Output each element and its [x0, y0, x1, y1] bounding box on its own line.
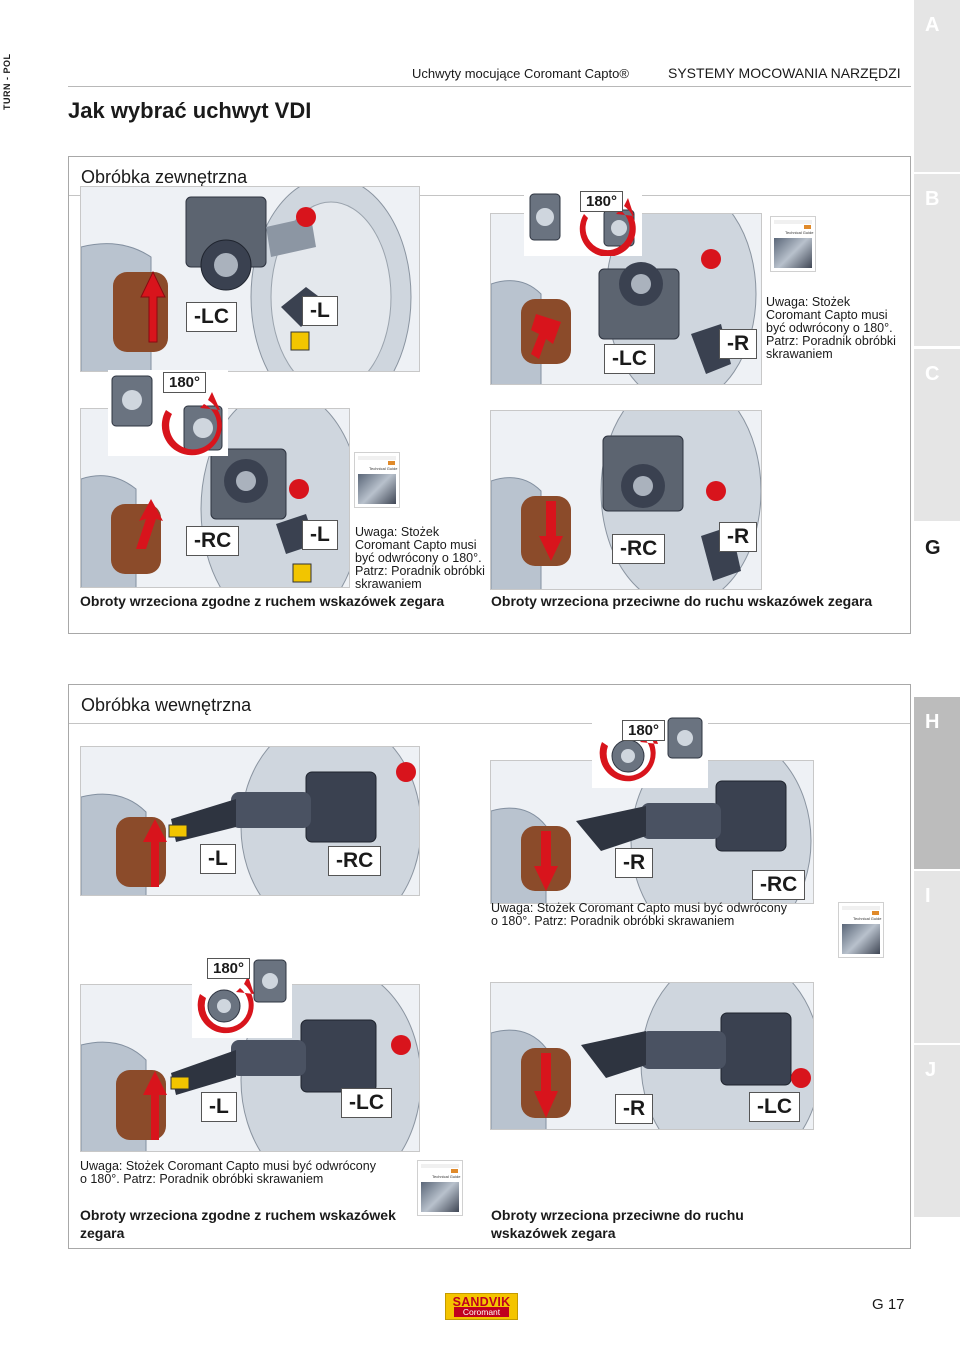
- panel-divider: [69, 195, 910, 196]
- reversal-note-external-left: Uwaga: Stożek Coromant Capto musi być od…: [355, 525, 485, 591]
- header-rule: [68, 86, 911, 87]
- index-tab-b[interactable]: B: [914, 174, 960, 346]
- caption-clockwise-internal: Obroty wrzeciona zgodne z ruchem wskazów…: [80, 1207, 396, 1241]
- code-label-l: -L: [302, 520, 338, 550]
- technical-guide-thumbnail: Technical Guide: [354, 452, 400, 508]
- rotation-180-badge: 180°: [207, 958, 251, 979]
- page-number: G 17: [872, 1296, 905, 1313]
- index-tab-j[interactable]: J: [914, 1045, 960, 1217]
- book-top-bar: [421, 1164, 459, 1168]
- code-label-r: -R: [615, 848, 654, 878]
- book-accent: [451, 1169, 458, 1173]
- index-tab-c[interactable]: C: [914, 349, 960, 521]
- code-label-lc: -LC: [341, 1088, 392, 1118]
- code-label-l: -L: [201, 1092, 237, 1122]
- rotation-180-badge: 180°: [622, 720, 666, 741]
- code-label-r: -R: [719, 329, 758, 359]
- logo-brand: SANDVIK: [452, 1295, 511, 1309]
- reversal-note-external-right: Uwaga: Stożek Coromant Capto musi być od…: [766, 295, 896, 361]
- code-label-rc: -RC: [612, 534, 666, 564]
- boring-bar-rc-drawing: [81, 747, 419, 895]
- rotation-180-badge: 180°: [163, 372, 207, 393]
- code-label-lc: -LC: [749, 1092, 800, 1122]
- book-title: Technical Guide: [432, 1174, 461, 1179]
- book-top-bar: [358, 456, 396, 460]
- code-label-lc: -LC: [604, 344, 655, 374]
- book-top-bar: [774, 220, 812, 224]
- book-title: Technical Guide: [369, 466, 398, 471]
- book-accent: [388, 461, 395, 465]
- section-side-tag: TURN - POL: [2, 53, 12, 111]
- book-cover-photo: [358, 474, 396, 504]
- external-heading: Obróbka zewnętrzna: [81, 167, 248, 187]
- turret-lc-drawing: [81, 187, 412, 371]
- flange-rotation-drawing: [529, 193, 636, 257]
- index-tab-a[interactable]: A: [914, 0, 960, 172]
- caption-counter-clockwise-internal: Obroty wrzeciona przeciwne do ruchu wska…: [491, 1207, 744, 1241]
- boring-bar-rc-reversed-drawing: [491, 761, 812, 903]
- code-label-l: -L: [200, 844, 236, 874]
- reversal-note-internal-left: Uwaga: Stożek Coromant Capto musi być od…: [80, 1159, 376, 1186]
- technical-guide-thumbnail: Technical Guide: [838, 902, 884, 958]
- flange-rotation-drawing: [111, 375, 223, 456]
- rotation-180-badge: 180°: [580, 191, 624, 212]
- technical-guide-thumbnail: Technical Guide: [417, 1160, 463, 1216]
- caption-counter-clockwise: Obroty wrzeciona przeciwne do ruchu wska…: [491, 593, 873, 609]
- code-label-r: -R: [615, 1094, 654, 1124]
- sandvik-coromant-logo: SANDVIK Coromant: [445, 1293, 518, 1320]
- code-label-r: -R: [719, 522, 758, 552]
- book-top-bar: [842, 906, 880, 910]
- flange-rotation-drawing: [197, 959, 287, 1034]
- book-accent: [872, 911, 879, 915]
- code-label-rc: -RC: [328, 846, 382, 876]
- book-title: Technical Guide: [785, 230, 814, 235]
- header-chapter-title: SYSTEMY MOCOWANIA NARZĘDZI: [668, 65, 901, 81]
- book-title: Technical Guide: [853, 916, 882, 921]
- book-cover-photo: [842, 924, 880, 954]
- book-accent: [804, 225, 811, 229]
- index-tab-h[interactable]: H: [914, 697, 960, 869]
- external-cw-lc-illustration: [80, 186, 420, 372]
- caption-clockwise: Obroty wrzeciona zgodne z ruchem wskazów…: [80, 593, 445, 609]
- turret-lc-reversed-drawing: [491, 214, 757, 384]
- book-cover-photo: [774, 238, 812, 268]
- index-tab-g[interactable]: G: [914, 523, 960, 695]
- header-product-line: Uchwyty mocujące Coromant Capto®: [412, 66, 629, 81]
- code-label-rc: -RC: [752, 870, 806, 900]
- logo-sub: Coromant: [454, 1307, 509, 1317]
- technical-guide-thumbnail: Technical Guide: [770, 216, 816, 272]
- panel-divider: [69, 723, 910, 724]
- code-label-rc: -RC: [186, 526, 240, 556]
- index-tab-i[interactable]: I: [914, 871, 960, 1043]
- page-title: Jak wybrać uchwyt VDI: [68, 98, 312, 123]
- code-label-l: -L: [302, 296, 338, 326]
- internal-heading: Obróbka wewnętrzna: [81, 695, 252, 715]
- reversal-note-internal-right: Uwaga: Stożek Coromant Capto musi być od…: [491, 901, 787, 928]
- book-cover-photo: [421, 1182, 459, 1212]
- code-label-lc: -LC: [186, 302, 237, 332]
